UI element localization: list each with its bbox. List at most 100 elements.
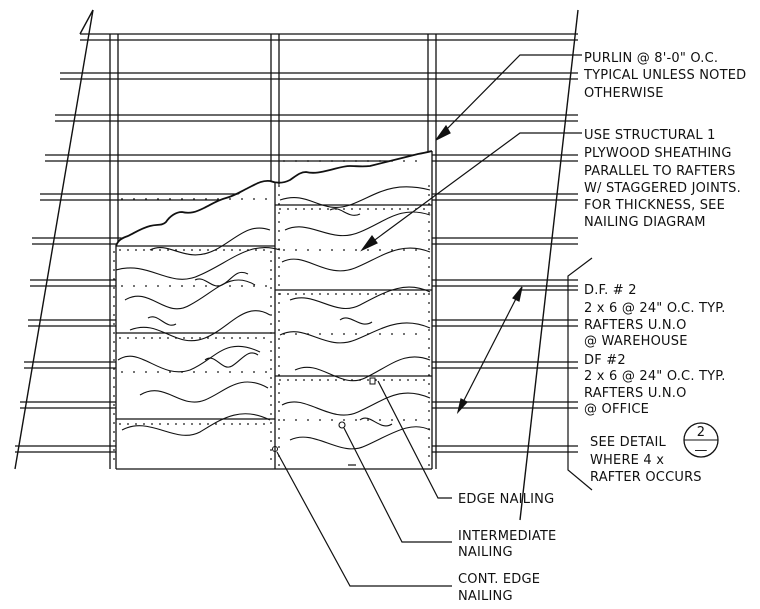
nail-dot — [191, 249, 193, 251]
nail-dot — [367, 293, 369, 295]
nail-dot — [135, 337, 137, 339]
wood-grain — [281, 247, 431, 272]
nail-dot — [270, 458, 272, 460]
nail-dot — [193, 371, 195, 373]
nail-dot — [351, 379, 353, 381]
nail-dot — [428, 455, 430, 457]
nail-dot — [229, 371, 231, 373]
nail-dot — [303, 379, 305, 381]
nail-dot — [283, 249, 285, 251]
nail-dot — [159, 423, 161, 425]
nail-dot — [428, 446, 430, 448]
nail-dot — [391, 379, 393, 381]
nail-dot — [428, 266, 430, 268]
nail-dot — [428, 311, 430, 313]
break-line — [115, 150, 433, 247]
nail-dot — [428, 230, 430, 232]
note-line: PURLIN @ 8'-0" O.C. — [584, 51, 718, 66]
nail-dot — [428, 221, 430, 223]
nail-dot — [265, 371, 267, 373]
nail-dot — [278, 365, 280, 367]
detail-sheet: — — [694, 443, 707, 458]
nail-dot — [403, 419, 405, 421]
nail-dot — [145, 198, 147, 200]
plywood-leader — [367, 132, 582, 246]
nail-dot — [278, 374, 280, 376]
nail-marker — [272, 446, 278, 452]
nail-dot — [263, 249, 265, 251]
wood-grain — [116, 246, 281, 280]
nail-dot — [391, 249, 393, 251]
nail-dot — [407, 379, 409, 381]
nail-dot — [287, 208, 289, 210]
nail-dot — [159, 337, 161, 339]
nail-dot — [278, 446, 280, 448]
note-line: RAFTERS U.N.O — [584, 318, 687, 333]
wood-grain — [117, 345, 261, 373]
nail-dot — [428, 248, 430, 250]
nail-dot — [278, 329, 280, 331]
nail-dot — [113, 413, 115, 415]
nail-dot — [113, 260, 115, 262]
nail-dot — [205, 285, 207, 287]
nail-dot — [331, 419, 333, 421]
nail-dot — [253, 198, 255, 200]
nail-dot — [303, 293, 305, 295]
nail-dot — [391, 208, 393, 210]
nail-dot — [113, 251, 115, 253]
note-line: EDGE NAILING — [458, 492, 554, 507]
leaders — [276, 54, 593, 587]
nail-dot — [270, 449, 272, 451]
nail-dot — [113, 332, 115, 334]
nail-dot — [183, 423, 185, 425]
nail-dot — [278, 266, 280, 268]
nail-dot — [255, 423, 257, 425]
nail-dot — [145, 371, 147, 373]
nail-dot — [375, 379, 377, 381]
nail-dot — [181, 371, 183, 373]
nail-dot — [231, 337, 233, 339]
nail-dot — [241, 198, 243, 200]
nail-dot — [239, 337, 241, 339]
nail-dot — [311, 293, 313, 295]
nail-dot — [278, 221, 280, 223]
wood-grain — [124, 279, 256, 310]
nail-dot — [169, 285, 171, 287]
nail-dot — [307, 419, 309, 421]
nail-dot — [415, 379, 417, 381]
nail-dot — [319, 333, 321, 335]
nail-dot — [283, 419, 285, 421]
nail-dot — [121, 198, 123, 200]
nail-dot — [278, 248, 280, 250]
nail-dot — [255, 337, 257, 339]
nail-dot — [428, 437, 430, 439]
rafter-spacing-line — [457, 286, 523, 413]
wood-grain — [289, 286, 431, 310]
nail-dot — [428, 347, 430, 349]
wood-grain — [294, 356, 431, 382]
nail-dot — [113, 269, 115, 271]
nail-dot — [428, 284, 430, 286]
nail-dot — [428, 329, 430, 331]
nail-dot — [133, 371, 135, 373]
nail-dot — [415, 419, 417, 421]
note-line: @ OFFICE — [584, 402, 649, 417]
nail-dot — [113, 368, 115, 370]
nail-dot — [428, 185, 430, 187]
nail-dot — [191, 423, 193, 425]
wood-grain — [281, 392, 431, 416]
nail-dot — [383, 293, 385, 295]
nail-dot — [113, 386, 115, 388]
arrowhead — [456, 398, 468, 415]
nail-dot — [205, 371, 207, 373]
nail-dot — [428, 464, 430, 466]
nail-dot — [181, 285, 183, 287]
nail-dot — [331, 160, 333, 162]
nail-dot — [191, 337, 193, 339]
note-line: DF #2 — [584, 353, 626, 368]
nail-dot — [145, 285, 147, 287]
nail-dot — [423, 208, 425, 210]
detail-number: 2 — [697, 425, 705, 440]
nail-dot — [295, 249, 297, 251]
nail-dot — [331, 249, 333, 251]
